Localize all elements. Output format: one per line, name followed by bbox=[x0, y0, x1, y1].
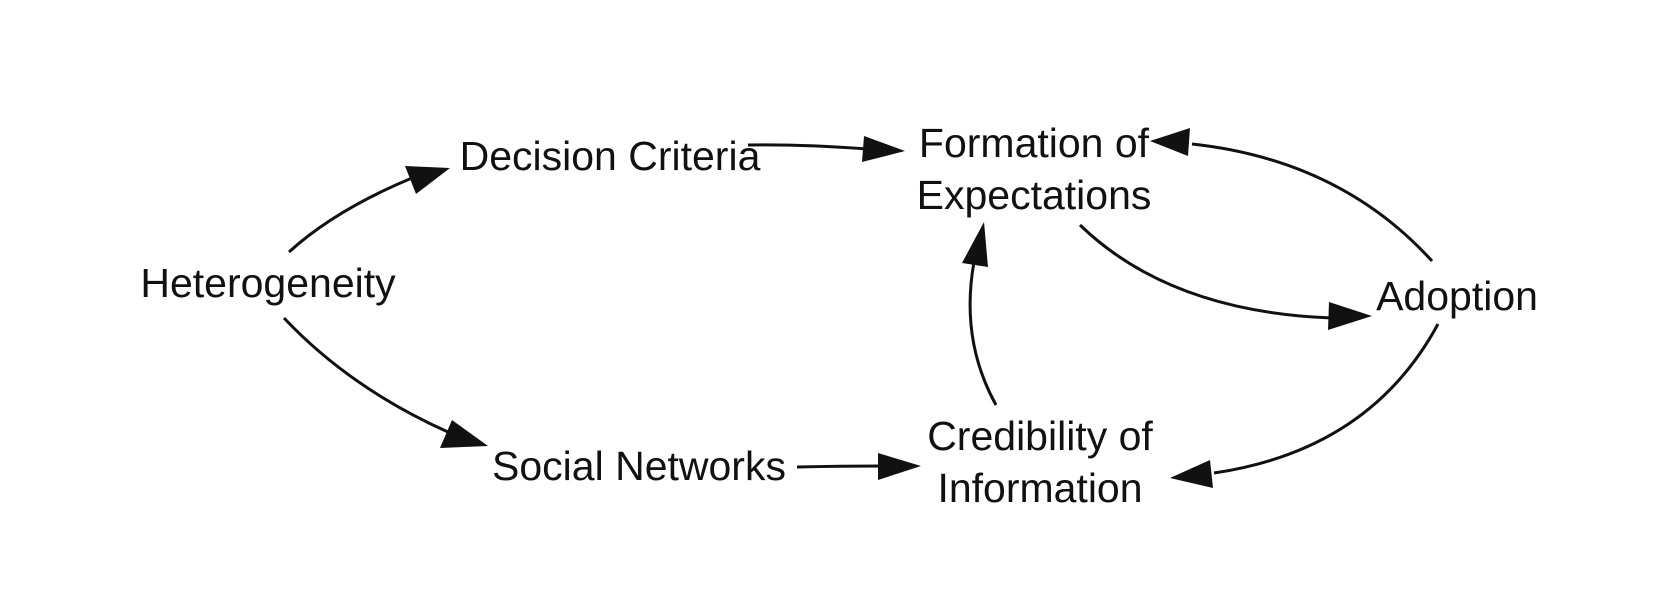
bottom-edge-artifacts bbox=[0, 600, 1678, 610]
arrowhead-decision-criteria bbox=[405, 166, 450, 194]
edge-adoption-to-formation bbox=[1191, 142, 1434, 263]
node-adoption: Adoption bbox=[1376, 270, 1538, 322]
arrowhead-credibility-from-adoption bbox=[1170, 460, 1213, 488]
node-decision-criteria-label: Decision Criteria bbox=[459, 133, 761, 179]
edge-heterogeneity-to-decision-criteria bbox=[287, 176, 413, 254]
node-credibility-label-line1: Credibility of bbox=[927, 413, 1153, 459]
node-formation-of-expectations: Formation of Expectations bbox=[917, 117, 1152, 221]
node-formation-label-line2: Expectations bbox=[916, 172, 1152, 218]
arrowhead-social-networks bbox=[440, 420, 488, 448]
edge-social-networks-to-credibility bbox=[796, 464, 883, 469]
node-adoption-label: Adoption bbox=[1376, 273, 1538, 319]
edge-adoption-to-credibility bbox=[1213, 323, 1440, 475]
arrowhead-formation-from-decision bbox=[862, 136, 905, 162]
edge-credibility-to-formation bbox=[968, 261, 998, 406]
node-credibility-of-information: Credibility of Information bbox=[927, 410, 1153, 514]
node-heterogeneity: Heterogeneity bbox=[140, 257, 395, 309]
arrowhead-adoption bbox=[1328, 302, 1372, 330]
node-social-networks: Social Networks bbox=[492, 440, 786, 492]
arrowhead-formation-from-adoption bbox=[1150, 128, 1190, 156]
edge-formation-to-adoption bbox=[1078, 223, 1333, 320]
node-credibility-label-line2: Information bbox=[937, 465, 1143, 511]
node-heterogeneity-label: Heterogeneity bbox=[140, 260, 396, 306]
arrowhead-formation-from-credibility bbox=[962, 222, 988, 267]
arrowhead-credibility-from-social bbox=[878, 453, 921, 480]
edge-decision-criteria-to-formation bbox=[747, 143, 869, 151]
edge-heterogeneity-to-social-networks bbox=[282, 316, 449, 434]
node-social-networks-label: Social Networks bbox=[492, 443, 786, 489]
node-decision-criteria: Decision Criteria bbox=[460, 130, 761, 182]
node-formation-label-line1: Formation of bbox=[918, 120, 1150, 166]
